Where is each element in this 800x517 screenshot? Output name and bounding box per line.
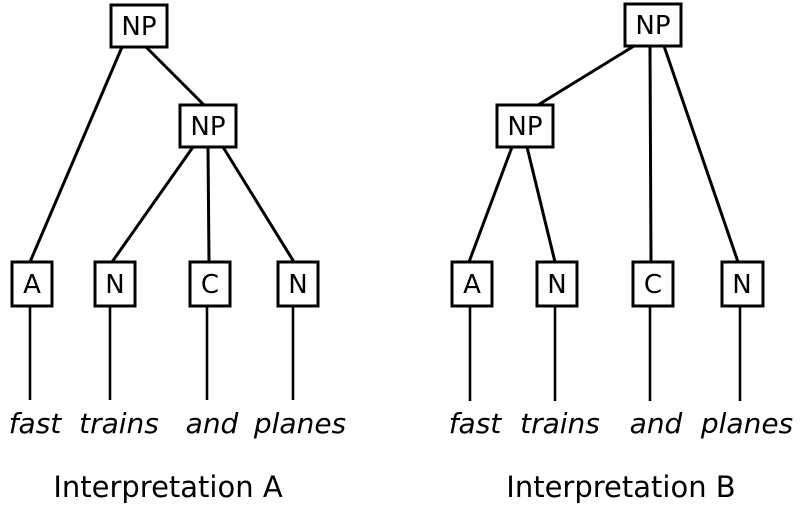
np-inner-label-a: NP xyxy=(190,112,225,142)
leaf-label-a-n2: N xyxy=(288,270,307,300)
edge-b-root-to-n2 xyxy=(662,45,740,263)
edge-a-inner-to-n2 xyxy=(221,146,296,263)
edge-a-inner-to-n1 xyxy=(110,146,195,263)
leaf-box-b-a xyxy=(450,260,494,308)
leaf-box-b-n2 xyxy=(720,260,765,308)
leaf-box-b-n1 xyxy=(535,260,579,308)
leaf-label-a-c: C xyxy=(201,270,219,300)
edge-b-root-to-inner xyxy=(537,44,635,107)
edge-b-root-to-c xyxy=(648,45,653,263)
leaf-label-b-c: C xyxy=(644,270,662,300)
leaf-box-b-c xyxy=(631,260,675,308)
word-b-trains: trains xyxy=(520,407,600,440)
edge-a-root-to-inner xyxy=(144,45,206,107)
np-root-label-b: NP xyxy=(635,11,670,41)
word-a-planes: planes xyxy=(253,407,346,440)
tree-interpretation-b: NP NP A N C N fast trains and planes Int… xyxy=(449,2,793,504)
word-b-and: and xyxy=(630,407,683,440)
word-a-trains: trains xyxy=(79,407,159,440)
leaf-box-a-n2 xyxy=(276,260,320,308)
np-root-label-a: NP xyxy=(121,12,156,42)
leaf-label-b-n2: N xyxy=(732,270,751,300)
edge-b-inner-to-n1 xyxy=(525,146,557,263)
word-b-planes: planes xyxy=(700,407,793,440)
np-root-box-b xyxy=(623,2,683,48)
word-a-and: and xyxy=(186,407,239,440)
np-inner-box-b xyxy=(495,103,555,149)
word-b-fast: fast xyxy=(449,407,503,440)
leaf-box-a-a xyxy=(10,260,54,308)
leaf-label-a-a: A xyxy=(23,270,41,300)
leaf-box-a-c xyxy=(188,260,232,308)
word-a-fast: fast xyxy=(9,407,63,440)
leaf-label-a-n1: N xyxy=(105,270,124,300)
caption-interpretation-a: Interpretation A xyxy=(53,470,283,504)
caption-interpretation-b: Interpretation B xyxy=(506,470,735,504)
edge-a-inner-to-c xyxy=(206,146,211,263)
edge-a-root-to-a xyxy=(28,46,124,263)
edge-b-inner-to-a xyxy=(467,146,514,263)
leaf-label-b-a: A xyxy=(463,270,481,300)
np-inner-label-b: NP xyxy=(507,112,542,142)
np-root-box-a xyxy=(109,3,169,49)
leaf-label-b-n1: N xyxy=(547,270,566,300)
leaf-box-a-n1 xyxy=(93,260,137,308)
tree-interpretation-a: NP NP A N C N fast trains and planes Int… xyxy=(9,3,346,504)
np-inner-box-a xyxy=(178,103,238,149)
